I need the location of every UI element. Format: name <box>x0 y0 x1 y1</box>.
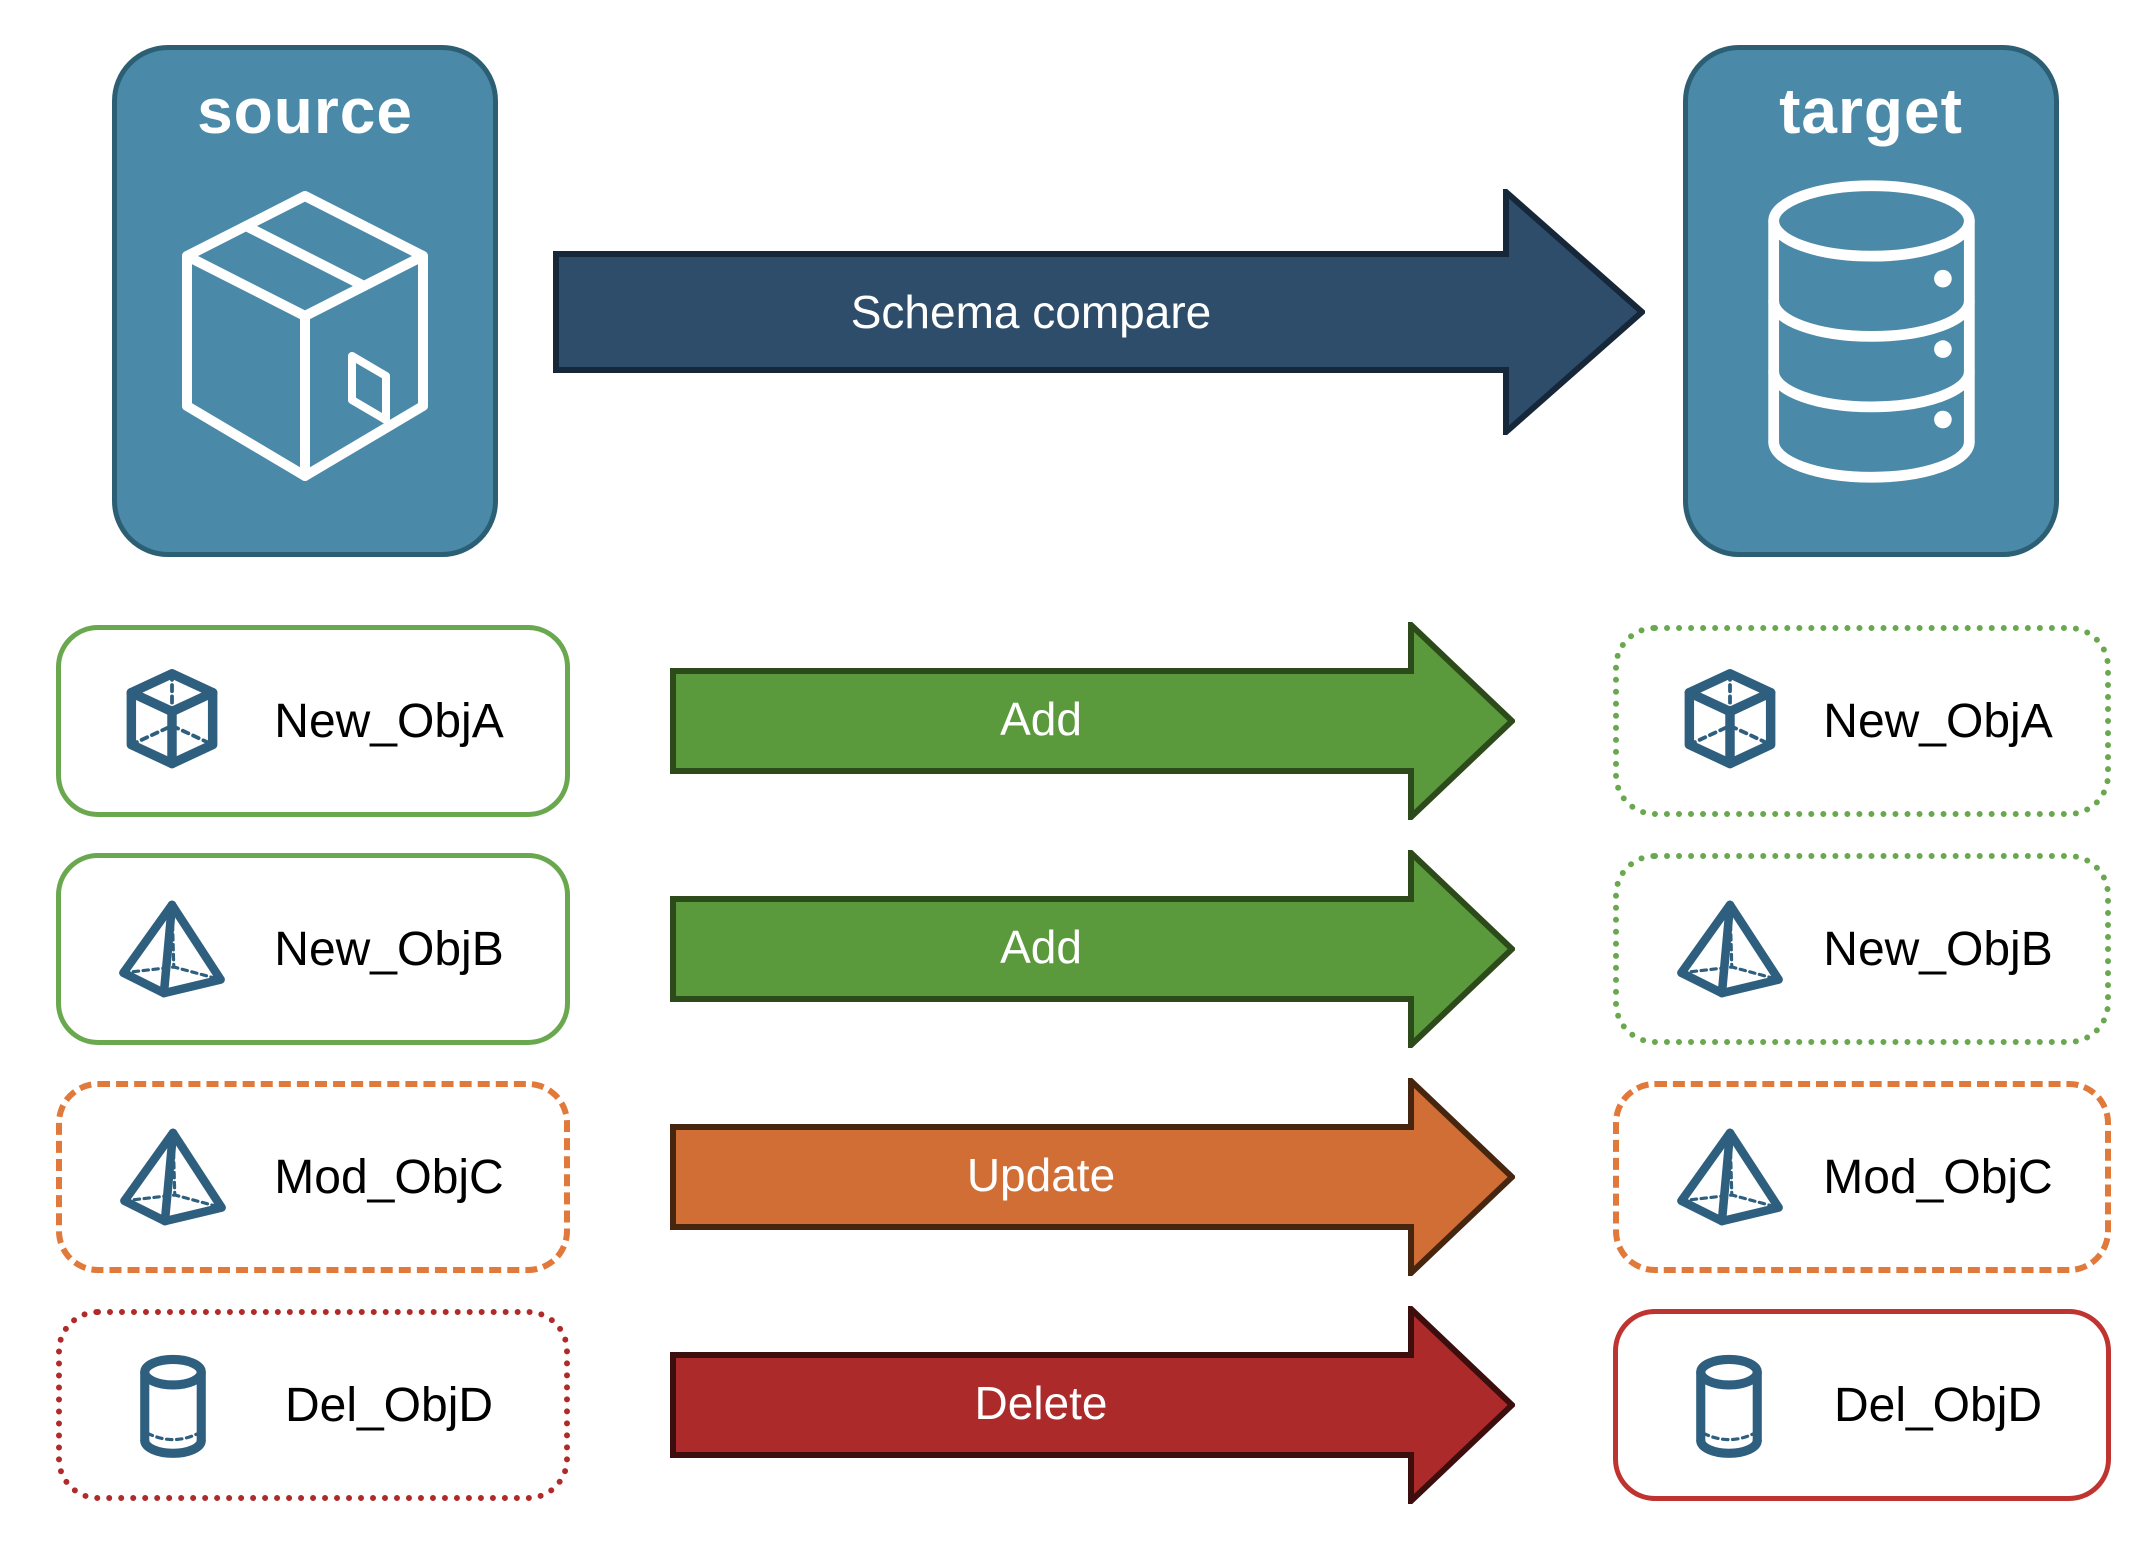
cube-icon <box>117 661 227 781</box>
cube-icon <box>1675 661 1785 781</box>
cylinder-icon <box>1674 1345 1784 1465</box>
source-object-card-new-obja: New_ObjA <box>56 625 570 817</box>
source-panel: source <box>112 45 498 557</box>
add-arrow-shape <box>670 850 1515 1048</box>
delete-arrow <box>670 1306 1515 1504</box>
object-label: New_ObjA <box>274 694 504 748</box>
schema-compare-arrow <box>553 189 1645 435</box>
target-object-card-new-obja: New_ObjA <box>1613 625 2111 817</box>
schema-compare-arrow-shape <box>553 189 1645 435</box>
database-icon <box>1754 174 1989 494</box>
object-label: Mod_ObjC <box>274 1150 504 1204</box>
object-label: New_ObjB <box>1823 922 2053 976</box>
pyramid-icon <box>117 889 227 1009</box>
object-label: Del_ObjD <box>284 1378 494 1432</box>
add-arrow-row1 <box>670 622 1515 820</box>
source-object-card-mod-objc: Mod_ObjC <box>56 1081 570 1273</box>
add-arrow-shape <box>670 622 1515 820</box>
update-arrow <box>670 1078 1515 1276</box>
source-object-card-del-objd: Del_ObjD <box>56 1309 570 1501</box>
source-object-card-new-objb: New_ObjB <box>56 853 570 1045</box>
object-label: Del_ObjD <box>1833 1378 2043 1432</box>
object-label: New_ObjB <box>274 922 504 976</box>
pyramid-icon <box>1675 1117 1785 1237</box>
target-object-card-mod-objc: Mod_ObjC <box>1613 1081 2111 1273</box>
target-object-card-del-objd: Del_ObjD <box>1613 1309 2111 1501</box>
add-arrow-row2 <box>670 850 1515 1048</box>
update-arrow-shape <box>670 1078 1515 1276</box>
delete-arrow-shape <box>670 1306 1515 1504</box>
package-box-icon <box>155 174 455 509</box>
target-panel: target <box>1683 45 2059 557</box>
cylinder-icon <box>118 1345 228 1465</box>
object-label: Mod_ObjC <box>1823 1150 2053 1204</box>
target-object-card-new-objb: New_ObjB <box>1613 853 2111 1045</box>
source-panel-title: source <box>197 75 413 147</box>
target-panel-title: target <box>1779 75 1963 147</box>
object-label: New_ObjA <box>1823 694 2053 748</box>
pyramid-icon <box>1675 889 1785 1009</box>
pyramid-icon <box>118 1117 228 1237</box>
